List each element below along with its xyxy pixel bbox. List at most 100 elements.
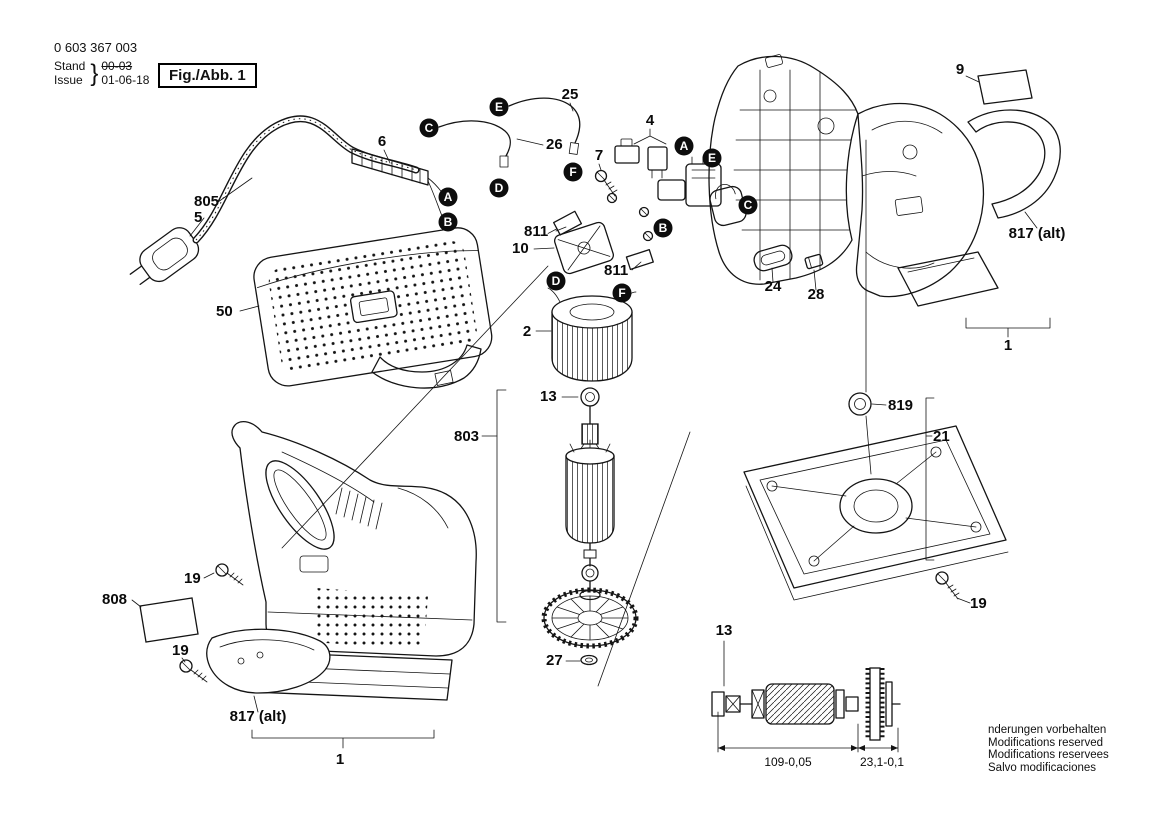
callout-badge-e2: E [702,148,722,168]
title-block: 0 603 367 003 Stand Issue } 00-03 01-06-… [54,40,149,87]
callout-badge-a2: A [674,136,694,156]
part-label-817-right: 817 (alt) [1009,225,1066,242]
dust-box [253,227,493,389]
part-label-2: 2 [523,323,531,340]
svg-text:B: B [444,215,453,229]
screw-19-right [935,571,960,600]
housing-bottom-tray [897,251,999,307]
svg-text:E: E [708,151,716,165]
part-label-24: 24 [765,278,782,295]
svg-text:D: D [552,274,561,288]
svg-text:F: F [569,165,576,179]
notice-line-en: Modifications reserved [988,736,1104,749]
cover-strip-817-right [967,109,1061,219]
part-labels: 805 5 6 25 26 7 4 811 10 811 2 13 803 50… [102,61,1065,768]
part-label-21: 21 [933,428,950,445]
part-label-19-right: 19 [970,595,987,612]
part-label-13-lower: 13 [716,622,733,639]
figure-label: Fig./Abb. 1 [158,63,257,88]
callout-badge-f2: F [612,283,632,303]
dimension-gear-length: 23,1-0,1 [860,755,904,769]
svg-text:C: C [425,121,434,135]
gasket-24 [753,244,793,272]
brace-glyph: } [90,59,99,87]
part-label-819: 819 [888,397,913,414]
brush-holder-assembly [547,210,654,275]
svg-text:D: D [495,181,504,195]
legal-notice: nderungen vorbehalten Modifications rese… [988,724,1109,774]
part-label-5: 5 [194,209,202,226]
switch-assembly [606,138,747,242]
part-label-4: 4 [646,112,655,129]
stand-label: Stand [54,59,86,73]
part-label-13-upper: 13 [540,388,557,405]
callout-badge-c1: C [419,118,439,138]
part-label-805: 805 [194,193,219,210]
notice-line-fr: Modifications reservees [988,749,1109,761]
part-label-26: 26 [546,136,563,153]
wire-26 [438,120,512,168]
cover-strip-817-left [206,628,331,694]
power-cord [192,115,420,244]
part-label-6: 6 [378,133,386,150]
armature-detail-drawing [711,667,901,741]
baseplate [743,425,1009,601]
callout-badges: E C A B D F A E C [419,97,758,303]
callout-badge-e1: E [489,97,509,117]
callout-badge-b1: B [438,212,458,232]
callout-badge-a1: A [438,187,458,207]
svg-text:A: A [680,139,689,153]
notice-line-es: Salvo modificaciones [988,761,1097,774]
document-number: 0 603 367 003 [54,40,138,55]
part-label-19-left-upper: 19 [184,570,201,587]
bearing-13-upper [580,387,600,407]
part-label-19-left-lower: 19 [172,642,189,659]
callout-badge-c2: C [738,195,758,215]
screw-19-left-upper [215,563,244,586]
housing-front-shell [855,102,985,298]
dimension-lines [717,711,899,753]
part-label-1-right: 1 [1004,337,1012,354]
part-label-811-a: 811 [524,223,548,240]
fan [541,587,639,649]
svg-text:A: A [444,190,453,204]
svg-text:E: E [495,100,503,114]
part-label-28: 28 [808,286,825,303]
callout-badge-f1: F [563,162,583,182]
issue-value: 01-06-18 [101,73,150,87]
dimension-total-length: 109-0,05 [764,755,812,769]
part-label-811-b: 811 [604,262,628,279]
armature [565,405,615,601]
field-stator [547,287,637,382]
wire-25 [508,97,581,155]
part-label-27: 27 [546,652,563,669]
part-label-9: 9 [956,61,964,78]
part-label-817-left: 817 (alt) [230,708,287,725]
pin-28 [804,253,824,270]
callout-badge-b2: B [653,218,673,238]
screw-19-left-lower [179,659,208,683]
part-label-7: 7 [595,147,603,164]
screw-7 [594,169,618,197]
svg-text:B: B [659,221,668,235]
svg-text:C: C [744,198,753,212]
washer-27 [580,654,598,666]
housing-rear-shell [708,54,859,285]
stand-value: 00-03 [101,59,133,73]
grommet-819 [848,392,872,416]
label-plate-808 [139,597,199,643]
part-label-25: 25 [562,86,579,103]
part-label-10: 10 [512,240,529,257]
part-label-50: 50 [216,303,233,320]
part-label-808: 808 [102,591,127,608]
callout-badge-d1: D [489,178,509,198]
svg-text:F: F [618,286,625,300]
part-label-1-left: 1 [336,751,344,768]
mains-plug [129,227,200,286]
leader-lines [131,75,1051,749]
callout-badge-d2: D [546,271,566,291]
label-plate-9 [977,69,1033,105]
part-label-803: 803 [454,428,479,445]
